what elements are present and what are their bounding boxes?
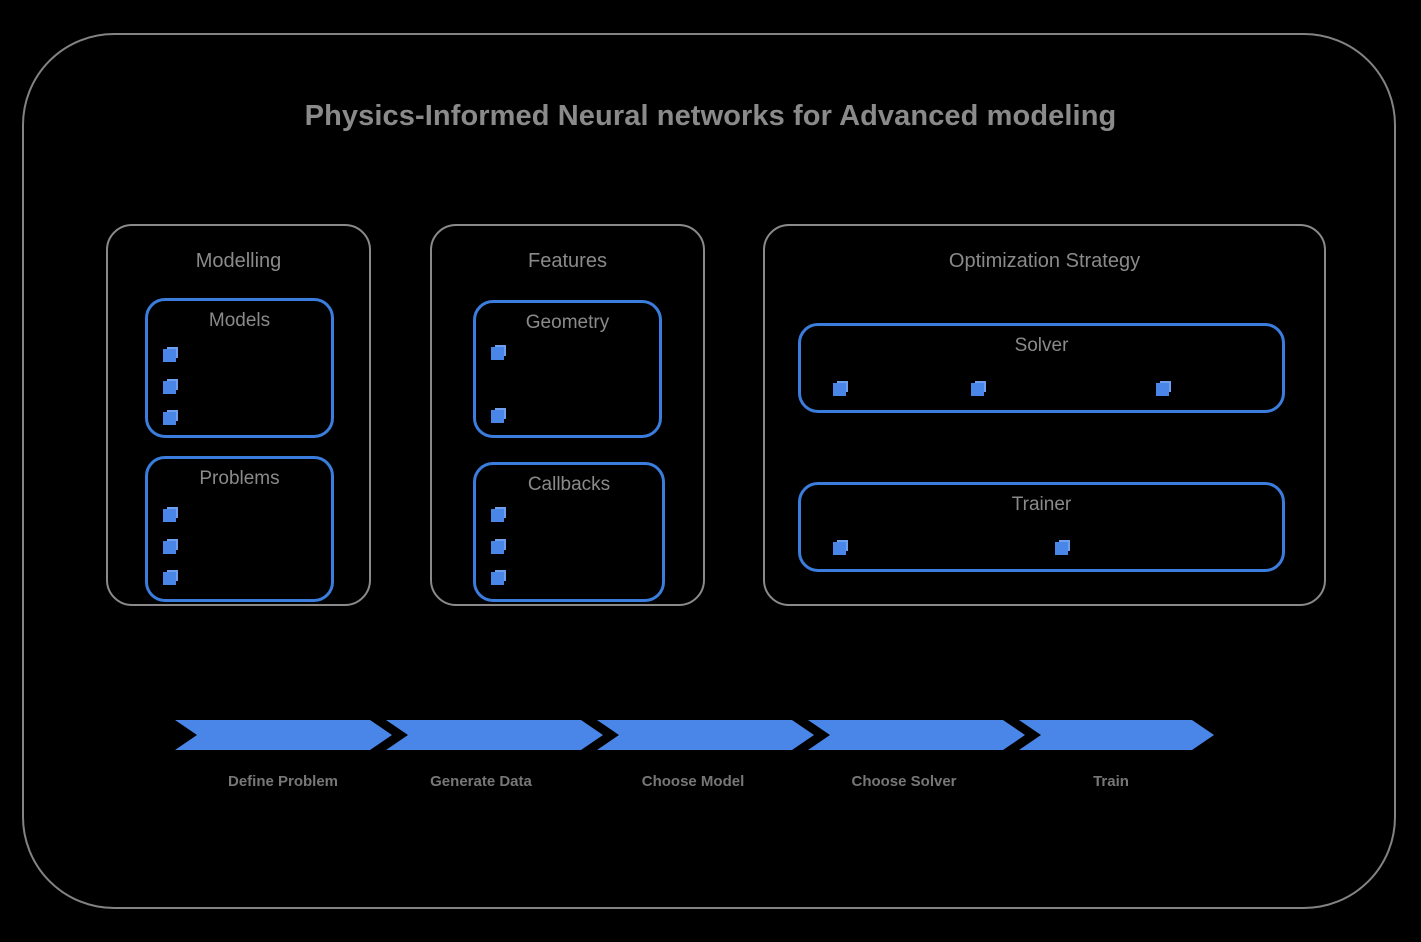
bullet-cube-icon	[491, 509, 504, 522]
group-panel-modelling: Modelling	[106, 224, 371, 606]
bullet-cube-icon	[1055, 542, 1068, 555]
pipeline-label-5: Train	[1093, 773, 1129, 790]
sub-panel-title-trainer: Trainer	[1011, 494, 1072, 515]
bullet-cube-icon	[163, 381, 176, 394]
bullet-cube-icon	[163, 349, 176, 362]
sub-panel-trainer[interactable]: Trainer	[798, 482, 1285, 572]
sub-panel-title-problems: Problems	[199, 468, 280, 489]
sub-panel-callbacks[interactable]: Callbacks	[473, 462, 665, 602]
group-title-optimization: Optimization Strategy	[948, 250, 1141, 272]
group-title-modelling: Modelling	[195, 250, 282, 272]
bullet-cube-icon	[1156, 383, 1169, 396]
bullet-cube-icon	[491, 410, 504, 423]
sub-panel-title-models: Models	[208, 310, 271, 331]
bullet-cube-icon	[491, 541, 504, 554]
bullet-cube-icon	[491, 347, 504, 360]
sub-panel-solver[interactable]: Solver	[798, 323, 1285, 413]
pipeline-label-2: Generate Data	[430, 773, 532, 790]
bullet-cube-icon	[491, 572, 504, 585]
group-panel-features: Features	[430, 224, 705, 606]
bullet-cube-icon	[163, 572, 176, 585]
pipeline-label-1: Define Problem	[227, 773, 339, 790]
sub-panel-title-geometry: Geometry	[525, 312, 610, 333]
page-title: Physics-Informed Neural networks for Adv…	[304, 100, 1117, 132]
outer-frame	[22, 33, 1396, 909]
sub-panel-title-callbacks: Callbacks	[527, 474, 611, 495]
pipeline-label-3: Choose Model	[641, 773, 745, 790]
bullet-cube-icon	[163, 509, 176, 522]
pipeline-label-4: Choose Solver	[851, 773, 957, 790]
bullet-cube-icon	[971, 383, 984, 396]
sub-panel-problems[interactable]: Problems	[145, 456, 334, 602]
group-panel-optimization: Optimization Strategy	[763, 224, 1326, 606]
bullet-cube-icon	[833, 383, 846, 396]
sub-panel-title-solver: Solver	[1014, 335, 1069, 356]
group-title-features: Features	[528, 250, 607, 272]
bullet-cube-icon	[163, 412, 176, 425]
bullet-cube-icon	[833, 542, 846, 555]
sub-panel-geometry[interactable]: Geometry	[473, 300, 662, 438]
bullet-cube-icon	[163, 541, 176, 554]
sub-panel-models[interactable]: Models	[145, 298, 334, 438]
